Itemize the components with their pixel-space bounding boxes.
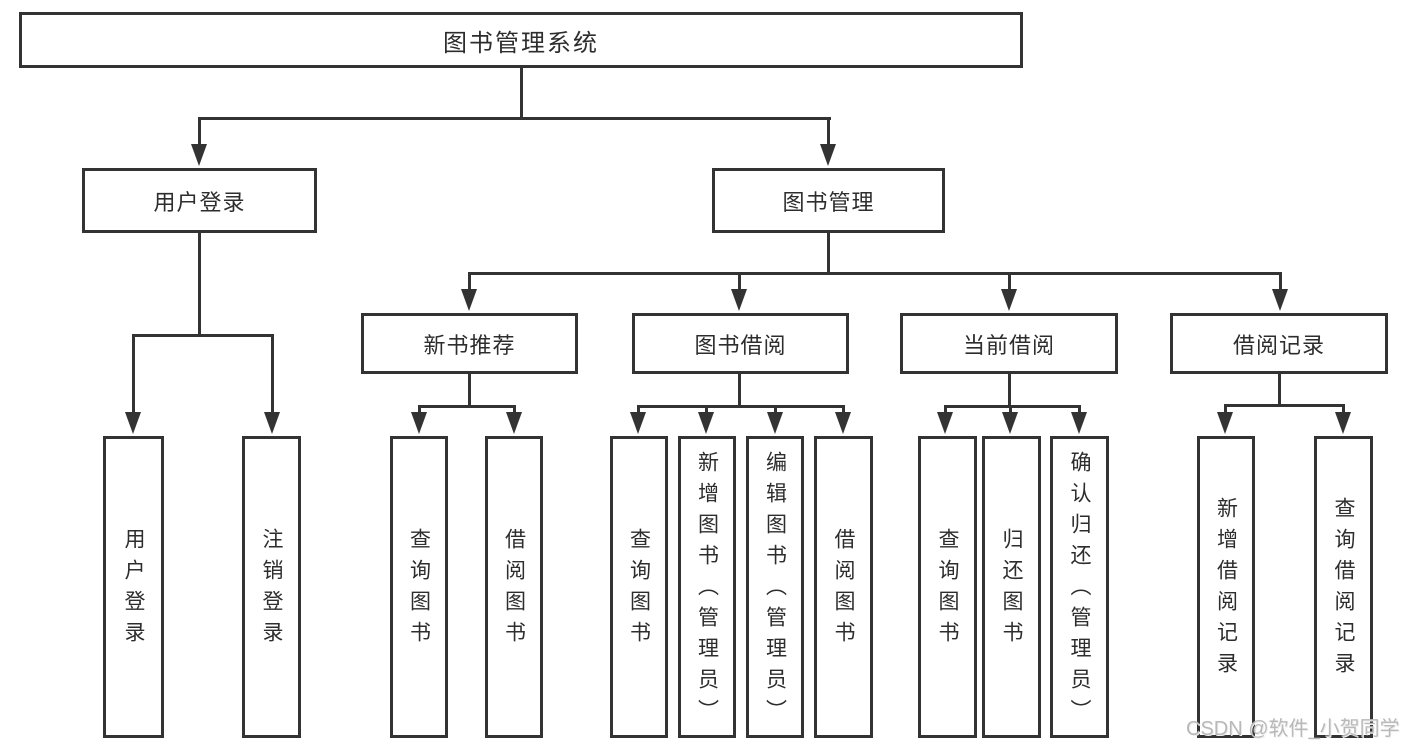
node-borrow-records: 借阅记录: [1170, 313, 1388, 374]
leaf-add-book-admin: 新增图书（管理员）: [678, 436, 736, 738]
connector-drop-bb4: [842, 405, 845, 413]
leaf-borrow-book-2: 借阅图书: [814, 436, 873, 738]
leaf-query-borrow-record: 查询借阅记录: [1314, 436, 1373, 738]
node-user-login: 用户登录: [82, 168, 317, 233]
connector-root-stem: [520, 67, 523, 120]
connector-drop-nb1: [418, 405, 421, 413]
connector-drop-bb2: [705, 405, 708, 413]
node-current-borrow: 当前借阅: [900, 313, 1118, 374]
connector-book-mgmt-stem: [827, 233, 830, 275]
arrowhead-new-book: [461, 289, 477, 311]
leaf-edit-book-admin: 编辑图书（管理员）: [746, 436, 804, 738]
connector-book-borrow-stem: [738, 374, 741, 407]
connector-drop-current-borrow: [1008, 272, 1011, 290]
leaf-query-book-2: 查询图书: [610, 436, 668, 738]
leaf-return-book: 归还图书: [982, 436, 1041, 738]
connector-drop-book-management: [827, 117, 830, 145]
leaf-query-book-3: 查询图书: [918, 436, 977, 738]
connector-drop-bb3: [774, 405, 777, 413]
node-new-book-recommend: 新书推荐: [361, 313, 578, 374]
arrowhead-bb4: [835, 412, 851, 434]
connector-book-borrow-rail: [637, 405, 845, 408]
arrowhead-bb3: [767, 412, 783, 434]
arrowhead-bb1: [630, 412, 646, 434]
connector-drop-cb1: [944, 405, 947, 413]
arrowhead-nb2: [506, 412, 522, 434]
connector-drop-book-borrow: [738, 272, 741, 290]
csdn-watermark: CSDN @软件_小贺同学: [1186, 718, 1400, 740]
connector-drop-leaf-login: [132, 334, 135, 412]
leaf-user-login: 用户登录: [103, 436, 164, 738]
arrowhead-leaf-logout: [264, 412, 280, 434]
connector-drop-user-login: [198, 117, 201, 145]
arrowhead-borrow-records: [1272, 289, 1288, 311]
arrowhead-rc1: [1217, 412, 1233, 434]
connector-user-login-stem: [198, 233, 201, 336]
node-book-borrow: 图书借阅: [632, 313, 849, 374]
arrowhead-cb2: [1002, 412, 1018, 434]
arrowhead-current-borrow: [1001, 289, 1017, 311]
arrowhead-book-management: [820, 144, 836, 166]
connector-drop-cb3: [1078, 405, 1081, 413]
leaf-logout: 注销登录: [242, 436, 301, 738]
arrowhead-book-borrow: [731, 289, 747, 311]
connector-records-stem: [1278, 374, 1281, 406]
connector-drop-cb2: [1009, 405, 1012, 413]
node-book-management: 图书管理: [712, 168, 945, 233]
connector-drop-rc2: [1342, 404, 1345, 413]
arrowhead-bb2: [698, 412, 714, 434]
connector-drop-nb2: [513, 405, 516, 413]
connector-new-book-stem: [468, 374, 471, 407]
arrowhead-leaf-login: [125, 412, 141, 434]
leaf-borrow-book-1: 借阅图书: [485, 436, 543, 738]
arrowhead-cb1: [937, 412, 953, 434]
leaf-query-book-1: 查询图书: [390, 436, 448, 738]
connector-root-rail: [198, 117, 831, 120]
connector-book-mgmt-rail: [468, 272, 1281, 275]
connector-current-stem: [1008, 374, 1011, 407]
leaf-add-borrow-record: 新增借阅记录: [1197, 436, 1255, 738]
connector-records-rail: [1224, 404, 1345, 407]
connector-user-login-rail: [132, 334, 274, 337]
arrowhead-cb3: [1071, 412, 1087, 434]
connector-new-book-rail: [418, 405, 516, 408]
arrowhead-rc2: [1335, 412, 1351, 434]
arrowhead-user-login: [191, 144, 207, 166]
connector-drop-rc1: [1224, 404, 1227, 413]
arrowhead-nb1: [411, 412, 427, 434]
leaf-confirm-return-admin: 确认归还（管理员）: [1050, 436, 1109, 738]
connector-drop-borrow-records: [1279, 272, 1282, 290]
connector-drop-bb1: [637, 405, 640, 413]
connector-current-rail: [944, 405, 1081, 408]
node-library-system: 图书管理系统: [19, 12, 1023, 68]
connector-drop-leaf-logout: [271, 334, 274, 412]
connector-drop-new-book: [468, 272, 471, 290]
